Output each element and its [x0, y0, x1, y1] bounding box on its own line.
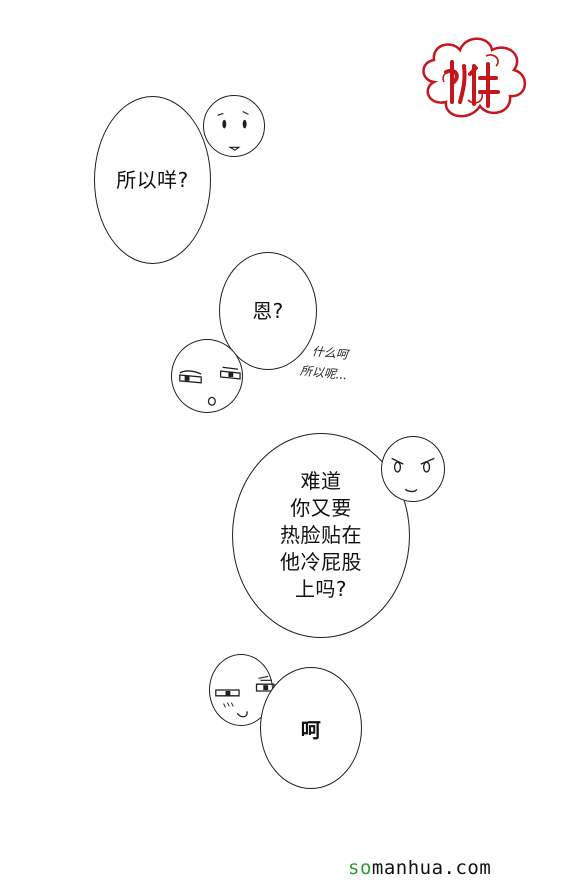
chibi-face-3 — [381, 436, 445, 502]
scanlation-group-logo — [416, 22, 532, 128]
site-credit-domain: manhua.com — [371, 857, 492, 879]
face-expression-icon — [179, 366, 241, 406]
speech-bubble-4 — [260, 667, 362, 789]
aside-text-line-2: 所以呢... — [299, 363, 349, 383]
face-expression-icon — [215, 675, 275, 718]
speech-bubble-1 — [94, 96, 211, 264]
speech-bubble-3-text: 难道 你又要 热脸贴在 他冷屁股 上吗? — [280, 468, 362, 601]
face-expression-icon — [391, 457, 435, 493]
aside-text-line-1: 什么呵 — [311, 344, 349, 362]
speech-bubble-3 — [232, 433, 410, 638]
site-credit-prefix: so — [348, 857, 372, 879]
face-expression-icon — [217, 110, 249, 151]
site-credit: somanhua.com — [348, 857, 491, 879]
speech-bubble-4-text: 呵 — [300, 717, 322, 742]
speech-bubble-1-text: 所以咩? — [116, 167, 189, 192]
speech-bubble-2-text: 恩? — [252, 298, 284, 323]
speech-bubble-2 — [219, 252, 317, 370]
chibi-face-1 — [203, 95, 265, 157]
cloud-seal-icon — [422, 37, 526, 118]
chibi-face-2 — [171, 339, 243, 413]
